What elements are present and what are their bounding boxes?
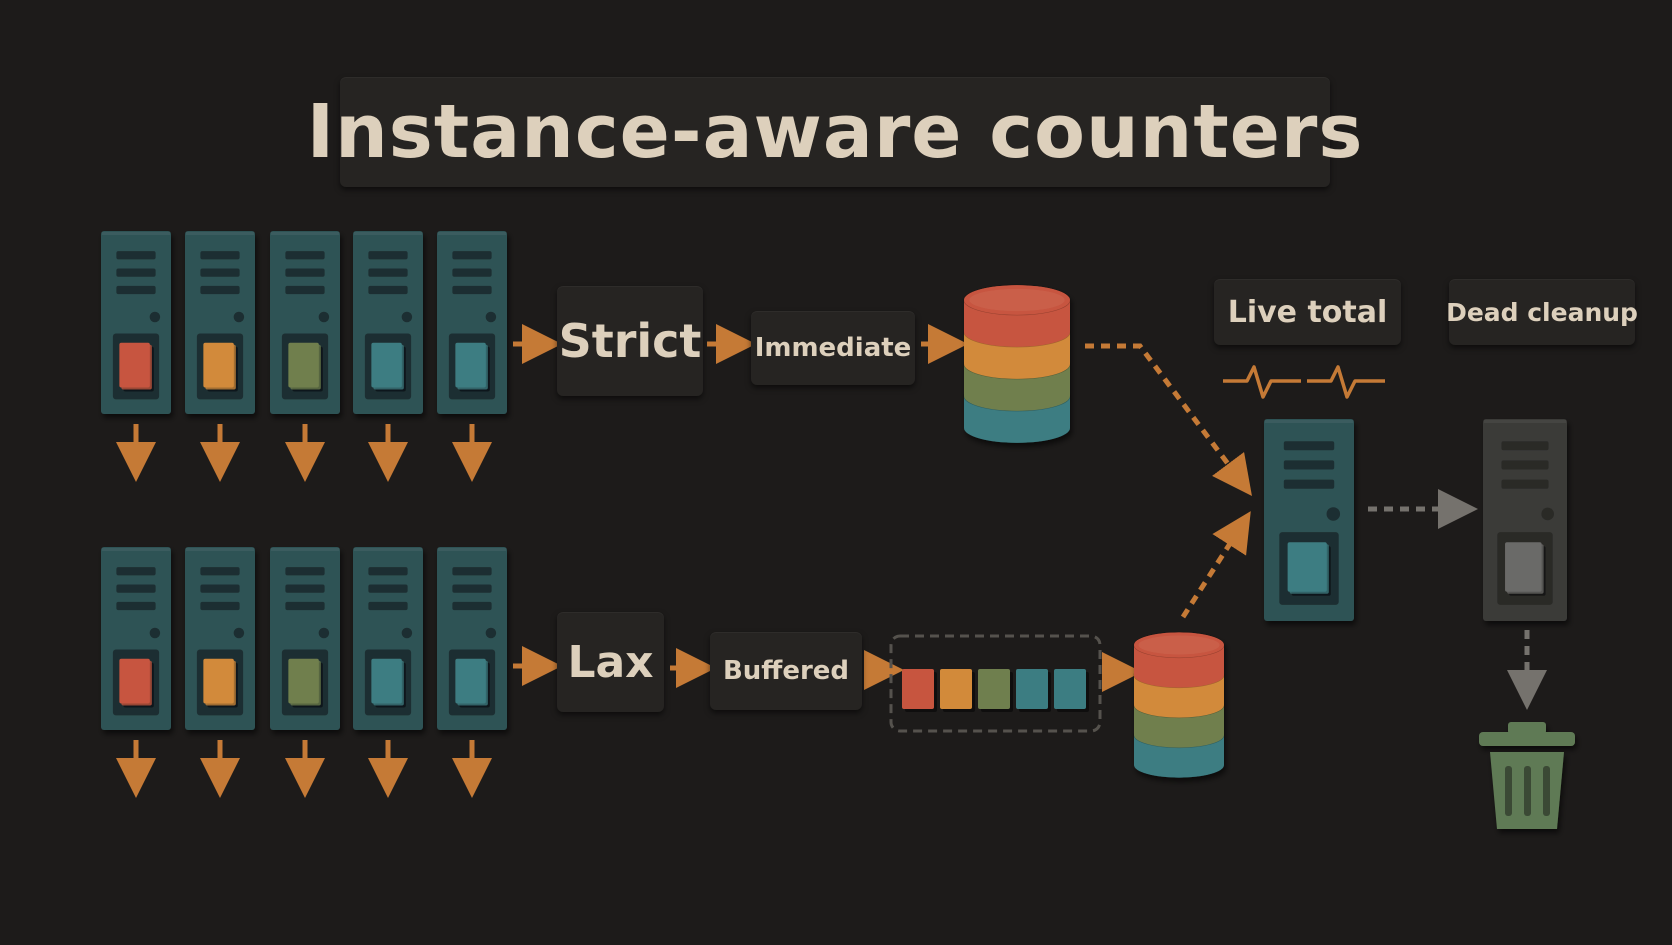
- lax-db-to-live-arrow: [1180, 511, 1251, 619]
- diagram-title: Instance-aware counters: [307, 77, 1362, 187]
- lax-server-1: [101, 547, 171, 730]
- immediate-write-label: Immediate: [751, 311, 915, 385]
- strict-server-4: [353, 231, 423, 414]
- strict-server-5: [437, 231, 507, 414]
- buffer-chip-4: [1016, 669, 1048, 709]
- lax-mode-label: Lax: [557, 612, 664, 712]
- strict-server-3: [270, 231, 340, 414]
- heartbeat-icon-2: [1307, 365, 1385, 399]
- strict-server-2: [185, 231, 255, 414]
- dead-server-icon: [1483, 419, 1567, 621]
- buffer-chip-3: [978, 669, 1010, 709]
- heartbeat-icon-1: [1223, 365, 1301, 399]
- buffer-chip-1: [902, 669, 934, 709]
- live-total-label: Live total: [1214, 279, 1401, 345]
- strict-mode-label: Strict: [557, 286, 703, 396]
- buffer-chip-5: [1054, 669, 1086, 709]
- lax-server-4: [353, 547, 423, 730]
- strict-db-to-live-arrow: [1085, 343, 1252, 497]
- lax-server-5: [437, 547, 507, 730]
- live-server-icon: [1264, 419, 1354, 621]
- buffer-queue: [889, 634, 1102, 733]
- trash-icon: [1479, 722, 1575, 829]
- dead-cleanup-label: Dead cleanup: [1446, 279, 1638, 345]
- lax-database-icon: [1133, 631, 1225, 778]
- buffer-chip-2: [940, 669, 972, 709]
- strict-server-1: [101, 231, 171, 414]
- lax-server-3: [270, 547, 340, 730]
- lax-server-2: [185, 547, 255, 730]
- buffered-write-label: Buffered: [710, 632, 862, 710]
- strict-database-icon: [963, 284, 1071, 443]
